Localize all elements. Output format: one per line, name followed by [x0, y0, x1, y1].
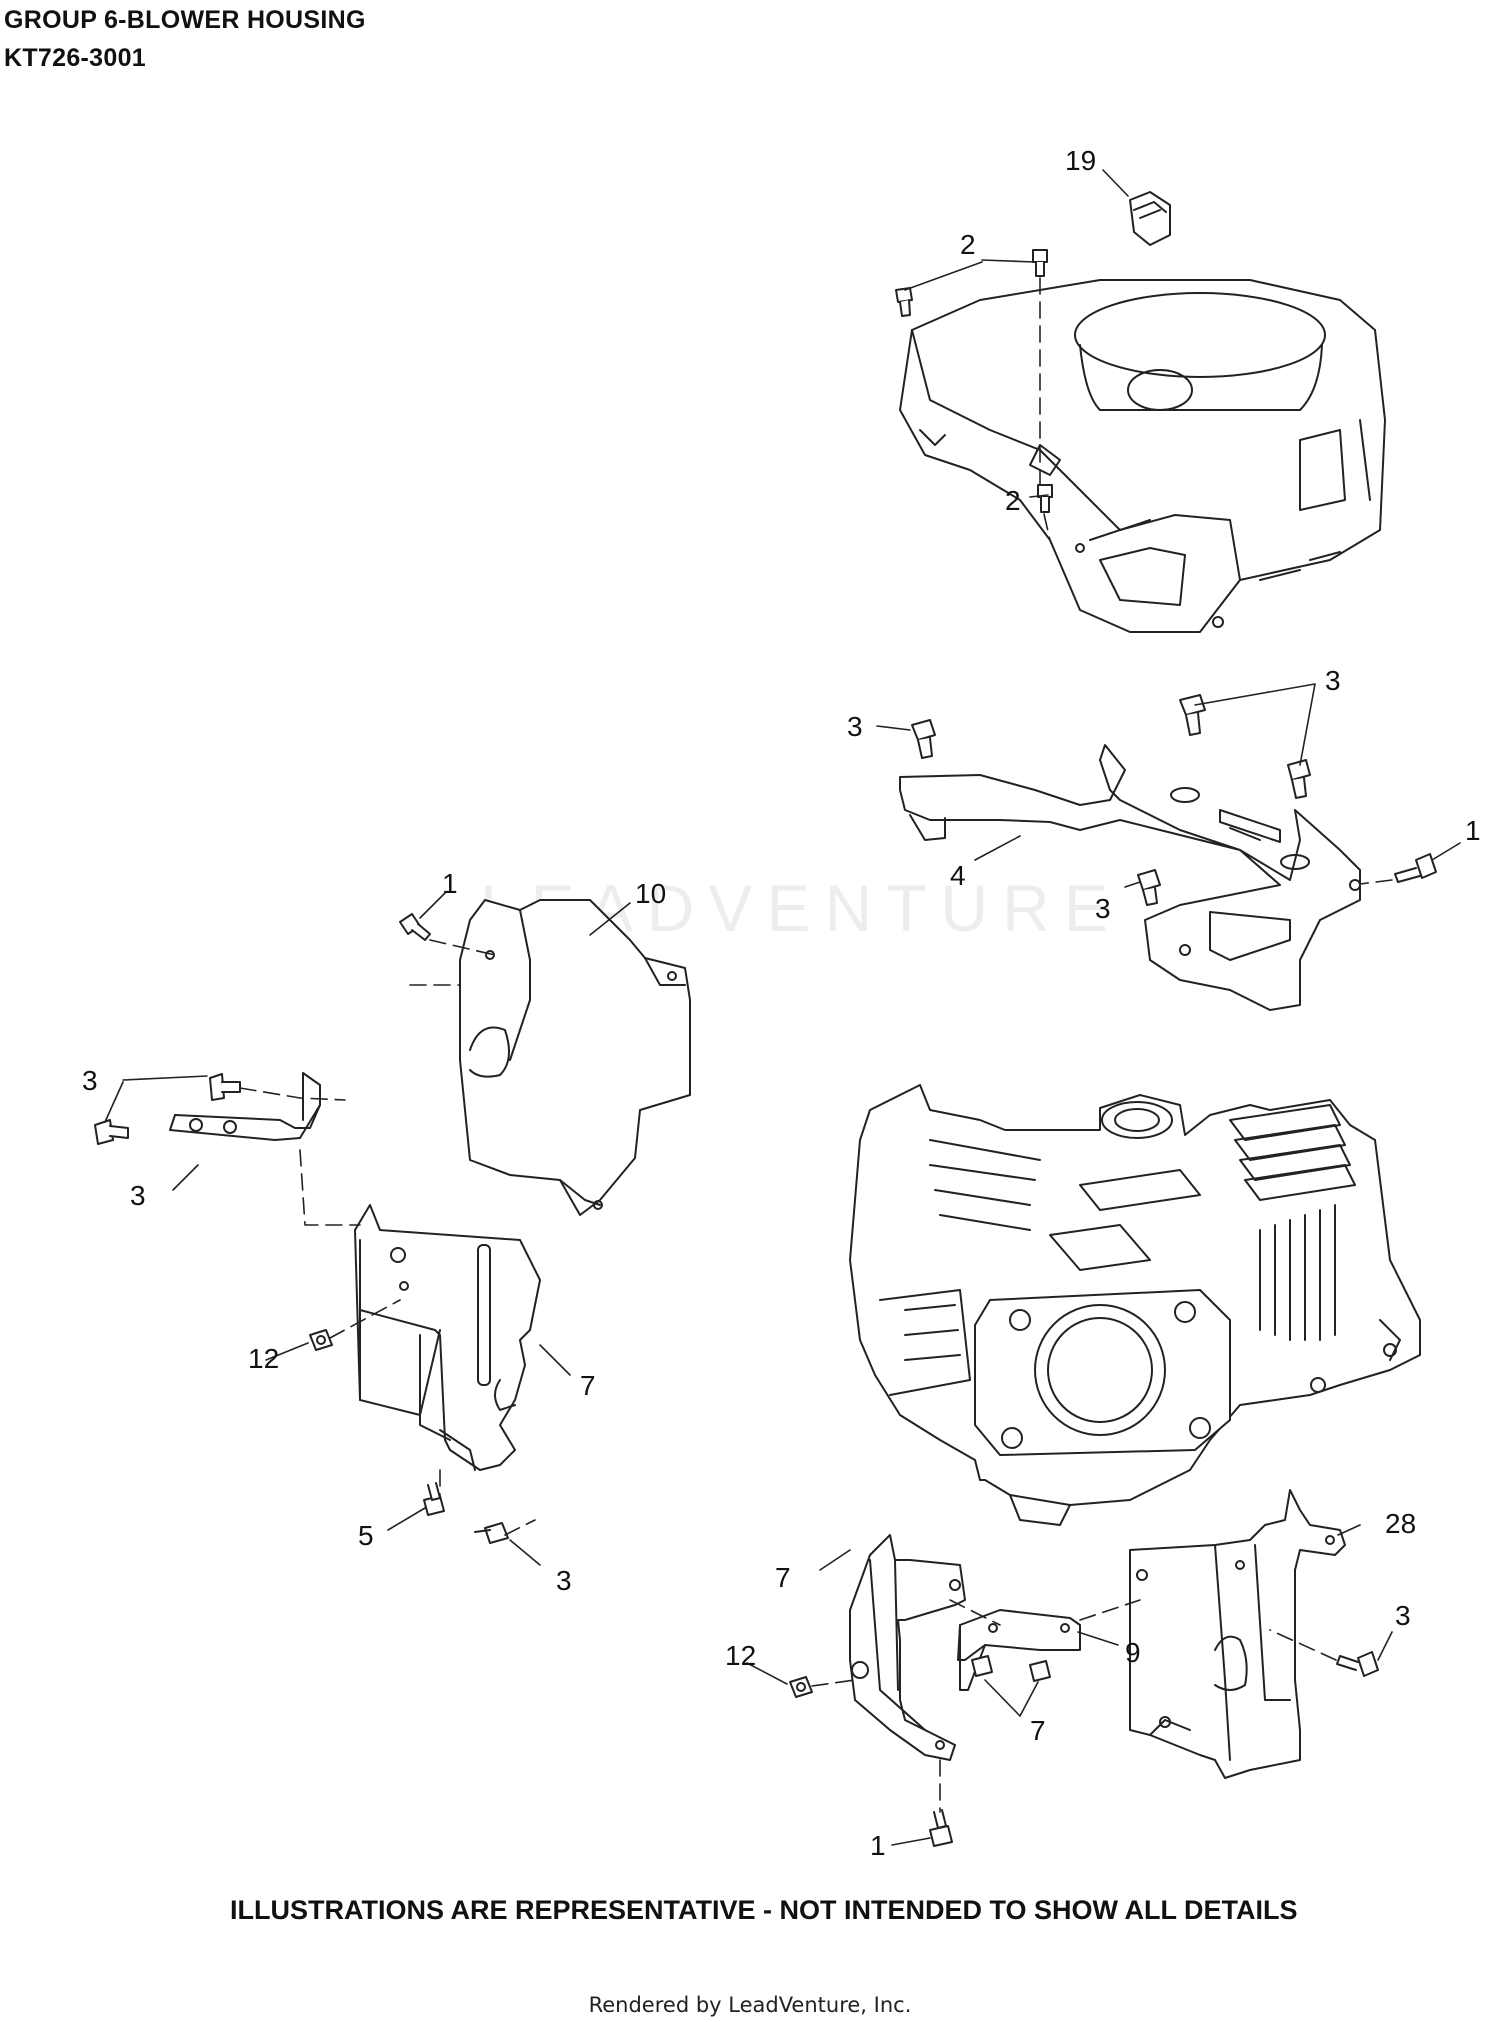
bracket-part-12-left [169, 1072, 321, 1141]
callout-2b: 2 [1005, 485, 1021, 516]
callout-28: 7 [775, 1562, 791, 1593]
callout-3g: 1 [870, 1830, 886, 1861]
callout-1b: 1 [442, 868, 458, 899]
page-title: GROUP 6-BLOWER HOUSING [4, 6, 366, 34]
shroud-part-10 [459, 899, 691, 1216]
callout-1c: 3 [1395, 1600, 1411, 1631]
callout-3d: 3 [82, 1065, 98, 1096]
callout-1a: 1 [1465, 815, 1481, 846]
fasteners [94, 249, 1437, 1847]
callout-10: 10 [635, 878, 666, 909]
callout-7c: 12 [725, 1640, 756, 1671]
callout-numbers: 19 2 2 3 3 3 4 1 3 1 10 3 12 7 5 3 7 28 … [82, 145, 1481, 1861]
callout-2a: 2 [960, 229, 976, 260]
alignment-lines [239, 277, 1393, 1813]
callout-3b: 3 [847, 711, 863, 742]
callout-5: 7 [580, 1370, 596, 1401]
callout-3c: 3 [1095, 893, 1111, 924]
callout-7a: 12 [248, 1343, 279, 1374]
clip-part-19 [1129, 191, 1171, 246]
footer-credit: Rendered by LeadVenture, Inc. [588, 1993, 912, 2017]
callout-19: 19 [1065, 145, 1096, 176]
bracket-part-12-right [957, 1609, 1081, 1691]
callout-12a: 3 [130, 1180, 146, 1211]
engine-block [849, 1084, 1421, 1526]
callout-12b: 9 [1125, 1637, 1141, 1668]
callout-9: 28 [1385, 1508, 1416, 1539]
callout-4: 4 [950, 860, 966, 891]
callout-3f: 7 [1030, 1715, 1046, 1746]
shroud-part-9 [1129, 1489, 1346, 1779]
shroud-part-28 [849, 1534, 966, 1761]
disclaimer-text: ILLUSTRATIONS ARE REPRESENTATIVE - NOT I… [230, 1895, 1298, 1925]
callout-3a: 3 [1325, 665, 1341, 696]
blower-housing [899, 279, 1386, 633]
callout-3e: 5 [358, 1520, 374, 1551]
leader-lines [104, 169, 1461, 1846]
model-number: KT726-3001 [4, 44, 146, 72]
callout-7b: 3 [556, 1565, 572, 1596]
baffle-part-4 [899, 744, 1361, 1011]
shroud-part-5 [354, 1204, 541, 1471]
